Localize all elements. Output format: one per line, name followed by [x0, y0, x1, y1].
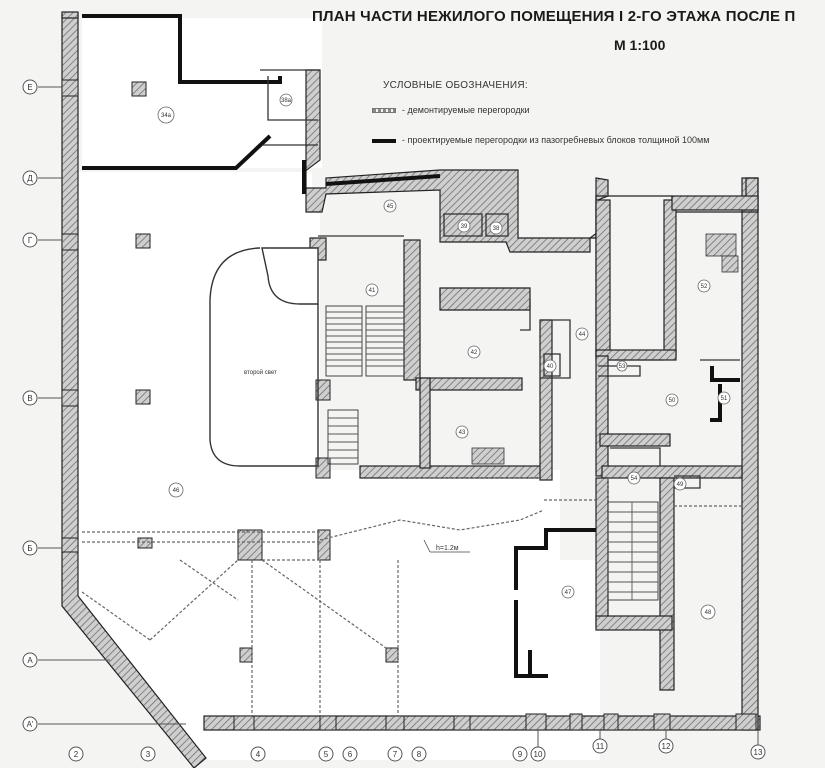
- svg-text:48: 48: [705, 610, 712, 616]
- dashed-partition-symbol: [372, 108, 396, 114]
- svg-text:6: 6: [348, 750, 353, 759]
- svg-text:5: 5: [324, 750, 329, 759]
- svg-text:47: 47: [565, 590, 572, 596]
- svg-text:38а: 38а: [281, 98, 292, 104]
- svg-text:44: 44: [579, 332, 586, 338]
- legend-item-label: - проектируемые перегородки из пазогребн…: [402, 135, 710, 145]
- svg-text:38: 38: [493, 226, 500, 232]
- double-height-label: второй свет: [244, 369, 277, 376]
- plan-scale: М 1:100: [614, 37, 666, 53]
- svg-text:В: В: [27, 394, 32, 403]
- svg-text:3: 3: [146, 750, 151, 759]
- room-fills: [78, 18, 600, 760]
- svg-text:46: 46: [173, 488, 180, 494]
- legend-item-label: - демонтируемые перегородки: [402, 105, 530, 115]
- svg-text:52: 52: [701, 284, 708, 290]
- svg-text:Д: Д: [27, 174, 33, 183]
- svg-text:42: 42: [471, 350, 478, 356]
- svg-text:7: 7: [393, 750, 398, 759]
- plan-annotations: второй свет h=1.2м: [244, 369, 470, 553]
- demolished-partitions: [81, 477, 742, 716]
- svg-text:45: 45: [387, 204, 394, 210]
- row-axis-labels: Е Д Г В Б А А': [27, 83, 34, 729]
- columns: [61, 79, 757, 731]
- column-axis-markers: [68, 730, 766, 762]
- svg-text:Б: Б: [27, 544, 32, 553]
- svg-text:43: 43: [459, 430, 466, 436]
- svg-text:Е: Е: [27, 83, 32, 92]
- svg-text:40: 40: [547, 364, 554, 370]
- double-height-void: [209, 247, 319, 467]
- room-markers: [157, 93, 731, 620]
- tiled-fixtures: [471, 233, 739, 465]
- svg-text:8: 8: [417, 750, 422, 759]
- stair-core: [325, 305, 659, 601]
- svg-text:А: А: [27, 656, 33, 665]
- plan-title: ПЛАН ЧАСТИ НЕЖИЛОГО ПОМЕЩЕНИЯ I 2-ГО ЭТА…: [312, 8, 796, 25]
- row-axis-markers: [22, 79, 186, 732]
- svg-text:4: 4: [256, 750, 261, 759]
- svg-text:39: 39: [461, 224, 468, 230]
- svg-text:А': А': [27, 720, 34, 729]
- svg-text:49: 49: [677, 482, 684, 488]
- svg-text:51: 51: [721, 396, 728, 402]
- legend-title: УСЛОВНЫЕ ОБОЗНАЧЕНИЯ:: [383, 80, 528, 91]
- svg-text:Г: Г: [28, 236, 33, 245]
- svg-text:12: 12: [662, 742, 671, 751]
- ceiling-height-label: h=1.2м: [436, 545, 459, 552]
- room-labels: 34а 38а 45 39 38 44 41 42 40 43 53 52 51…: [161, 98, 728, 616]
- svg-text:53: 53: [619, 364, 626, 370]
- svg-text:11: 11: [596, 742, 605, 751]
- svg-text:34а: 34а: [161, 113, 172, 119]
- column-axis-labels: 2 3 4 5 6 7 8 9 10 11 12 13: [74, 742, 763, 759]
- svg-text:41: 41: [369, 288, 376, 294]
- legend-item-new: - проектируемые перегородки из пазогребн…: [372, 135, 709, 145]
- svg-text:54: 54: [631, 476, 638, 482]
- svg-text:50: 50: [669, 398, 676, 404]
- svg-text:9: 9: [518, 750, 523, 759]
- legend-item-demolished: - демонтируемые перегородки: [372, 105, 530, 115]
- svg-text:2: 2: [74, 750, 79, 759]
- svg-text:10: 10: [534, 750, 543, 759]
- svg-text:13: 13: [754, 748, 763, 757]
- solid-partition-symbol: [372, 138, 396, 143]
